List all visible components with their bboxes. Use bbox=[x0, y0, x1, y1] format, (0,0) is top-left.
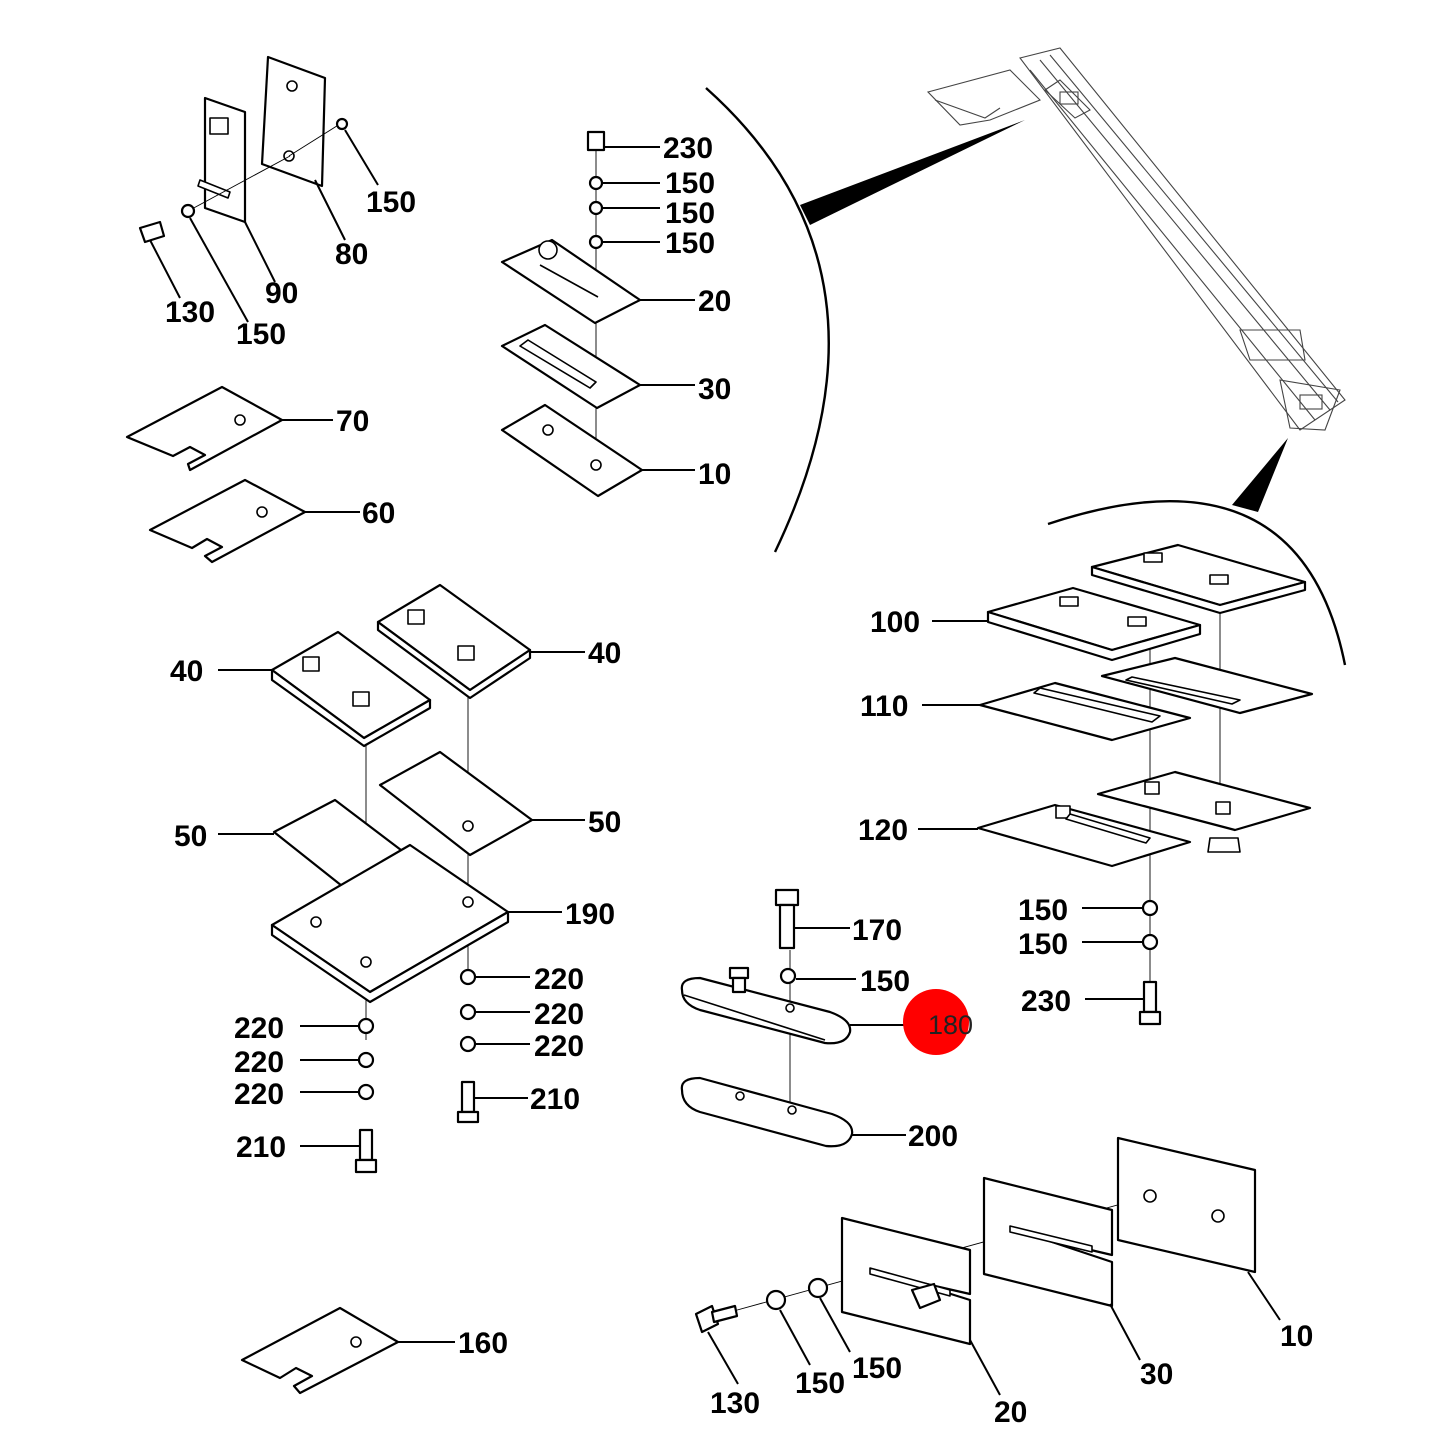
stack-top-center bbox=[500, 130, 644, 498]
shim-160 bbox=[240, 1306, 400, 1395]
callout-190: 190 bbox=[565, 898, 615, 931]
callout-150: 150 bbox=[236, 318, 286, 351]
callout-70: 70 bbox=[336, 405, 369, 438]
callout-210: 210 bbox=[236, 1131, 286, 1164]
callout-100: 100 bbox=[870, 606, 920, 639]
callout-220: 220 bbox=[534, 1030, 584, 1063]
callout-200: 200 bbox=[908, 1120, 958, 1153]
callout-150: 150 bbox=[366, 186, 416, 219]
callout-20: 20 bbox=[994, 1396, 1027, 1429]
callout-150: 150 bbox=[795, 1367, 845, 1400]
callout-150: 150 bbox=[665, 227, 715, 260]
callout-60: 60 bbox=[362, 497, 395, 530]
callout-230: 230 bbox=[663, 132, 713, 165]
callout-180: 180 bbox=[928, 1010, 973, 1040]
callout-220: 220 bbox=[234, 1012, 284, 1045]
group-bracket-topleft bbox=[138, 55, 349, 244]
highlight-marker[interactable] bbox=[903, 989, 969, 1055]
callout-150: 150 bbox=[665, 167, 715, 200]
stack-right bbox=[976, 543, 1314, 1026]
callout-220: 220 bbox=[534, 998, 584, 1031]
callout-10: 10 bbox=[1280, 1320, 1313, 1353]
callout-30: 30 bbox=[1140, 1358, 1173, 1391]
callout-110: 110 bbox=[860, 690, 908, 723]
callout-150: 150 bbox=[1018, 928, 1068, 961]
callout-50: 50 bbox=[588, 806, 621, 839]
callout-80: 80 bbox=[335, 238, 368, 271]
callout-40: 40 bbox=[170, 655, 203, 688]
callout-150: 150 bbox=[860, 965, 910, 998]
callout-40: 40 bbox=[588, 637, 621, 670]
callout-90: 90 bbox=[265, 277, 298, 310]
callout-130: 130 bbox=[710, 1387, 760, 1420]
shim-60 bbox=[148, 478, 307, 564]
callout-150: 150 bbox=[852, 1352, 902, 1385]
callout-130: 130 bbox=[165, 296, 215, 329]
callout-220: 220 bbox=[534, 963, 584, 996]
callout-220: 220 bbox=[234, 1078, 284, 1111]
detail-arc-right bbox=[1047, 438, 1347, 666]
boom-overview bbox=[926, 47, 1346, 431]
callout-10: 10 bbox=[698, 458, 731, 491]
callout-150: 150 bbox=[665, 197, 715, 230]
callout-230: 230 bbox=[1021, 985, 1071, 1018]
shim-70 bbox=[125, 385, 284, 472]
callout-20: 20 bbox=[698, 285, 731, 318]
stack-left bbox=[270, 583, 534, 1174]
callout-30: 30 bbox=[698, 373, 731, 406]
callout-160: 160 bbox=[458, 1327, 508, 1360]
callout-120: 120 bbox=[858, 814, 908, 847]
callout-210: 210 bbox=[530, 1083, 580, 1116]
callout-150: 150 bbox=[1018, 894, 1068, 927]
detail-arc-top bbox=[705, 87, 1025, 553]
group-bracket-bottomright bbox=[694, 1136, 1257, 1346]
callout-50: 50 bbox=[174, 820, 207, 853]
callout-220: 220 bbox=[234, 1046, 284, 1079]
callout-170: 170 bbox=[852, 914, 902, 947]
